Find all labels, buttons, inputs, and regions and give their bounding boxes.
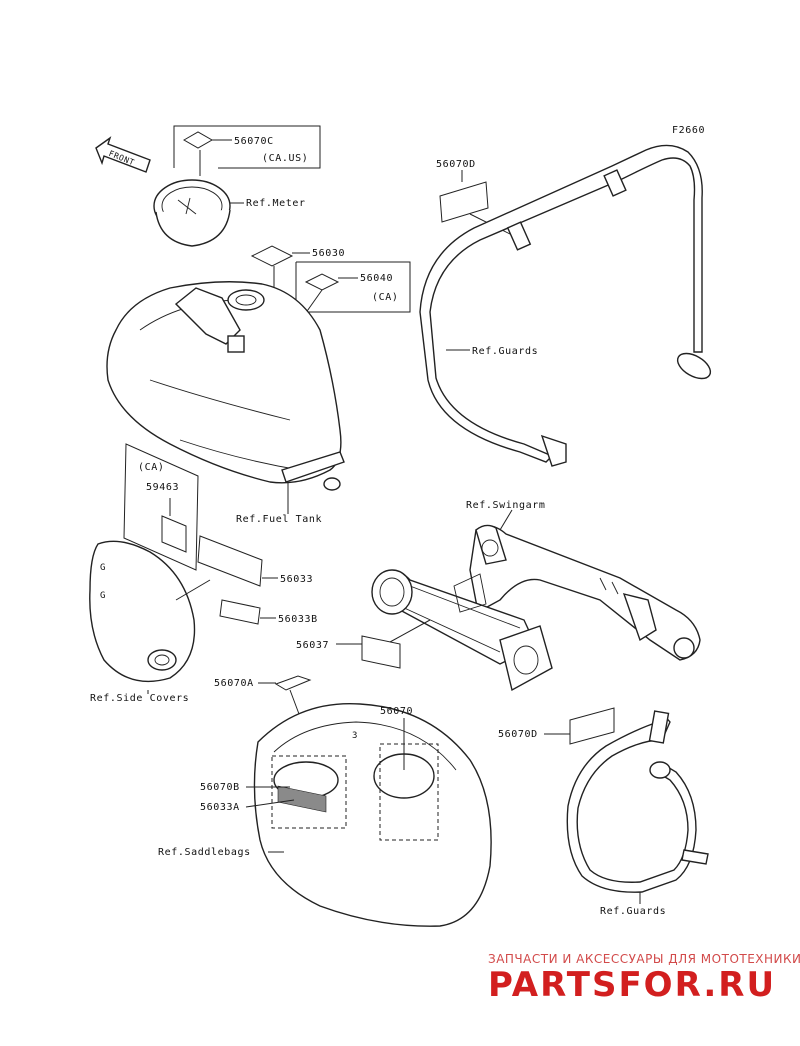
svg-text:56070D: 56070D: [436, 159, 476, 170]
svg-text:56040: 56040: [360, 273, 393, 284]
meter: Ref.Meter: [153, 179, 306, 247]
label-56033B: [219, 599, 261, 625]
watermark-caption: ЗАПЧАСТИ И АКСЕССУАРЫ ДЛЯ МОТОТЕХНИКИ: [488, 952, 800, 966]
swingarm: Ref.Swingarm: [371, 500, 701, 692]
fuel-tank: Ref.Fuel Tank: [106, 281, 345, 525]
svg-text:Ref.Guards: Ref.Guards: [472, 346, 538, 357]
label-56037: [361, 635, 401, 669]
svg-text:Ref.Saddlebags: Ref.Saddlebags: [158, 847, 251, 858]
label-56070D-top: [439, 181, 489, 223]
label-56070A: [274, 675, 312, 691]
callout-56070A: 56070A: [214, 675, 312, 723]
svg-text:56070C: 56070C: [234, 136, 274, 147]
callout-56033B: 56033B: [219, 599, 318, 625]
svg-text:56037: 56037: [296, 640, 329, 651]
svg-text:59463: 59463: [146, 482, 179, 493]
svg-text:(CA): (CA): [372, 292, 398, 303]
callout-56033A: 56033A: [200, 799, 295, 813]
callout-56037: 56037: [296, 619, 431, 669]
svg-text:56033: 56033: [280, 574, 313, 585]
label-56070D-bottom: [569, 707, 615, 745]
front-arrow-icon: FRONT: [95, 136, 151, 173]
label-56070C: [182, 131, 214, 149]
watermark-logo: PARTSFOR.RU: [488, 965, 776, 1005]
callout-59463: (CA) 59463: [123, 443, 199, 571]
saddlebag: 3: [253, 702, 492, 927]
guard-top: Ref.Guards: [419, 144, 712, 467]
svg-text:Ref.Side Covers: Ref.Side Covers: [90, 693, 189, 704]
svg-text:Ref.Fuel Tank: Ref.Fuel Tank: [236, 514, 322, 525]
label-59463: [161, 515, 187, 553]
callout-56070C: 56070C (CA.US): [173, 125, 321, 176]
svg-text:G: G: [100, 591, 106, 601]
figure-code: F2660: [672, 125, 705, 136]
svg-text:56033B: 56033B: [278, 614, 318, 625]
callout-56033: 56033: [175, 535, 313, 601]
side-cover: G G Ref.Side Covers: [89, 540, 196, 704]
watermark: ЗАПЧАСТИ И АКСЕССУАРЫ ДЛЯ МОТОТЕХНИКИ PA…: [488, 952, 800, 1005]
svg-text:Ref.Meter: Ref.Meter: [246, 198, 306, 209]
svg-text:3: 3: [352, 731, 358, 741]
svg-text:56070: 56070: [380, 706, 413, 717]
callout-56070D-bottom: 56070D: [498, 707, 615, 745]
callout-56070: 56070: [380, 706, 413, 770]
svg-text:56070A: 56070A: [214, 678, 254, 689]
guard-bottom: Ref.Guards: [566, 710, 709, 917]
callout-56070B: 56070B: [200, 782, 290, 793]
callout-ref-saddlebags: Ref.Saddlebags: [158, 847, 284, 858]
label-56040: [304, 273, 340, 291]
svg-text:56070B: 56070B: [200, 782, 240, 793]
svg-text:Ref.Guards: Ref.Guards: [600, 906, 666, 917]
label-56030: [250, 245, 294, 267]
svg-text:56030: 56030: [312, 248, 345, 259]
svg-text:(CA): (CA): [138, 462, 164, 473]
svg-text:56070D: 56070D: [498, 729, 538, 740]
svg-text:56033A: 56033A: [200, 802, 240, 813]
svg-text:G: G: [100, 563, 106, 573]
label-56033: [197, 535, 263, 587]
svg-text:Ref.Swingarm: Ref.Swingarm: [466, 500, 545, 511]
svg-text:(CA.US): (CA.US): [262, 153, 308, 164]
